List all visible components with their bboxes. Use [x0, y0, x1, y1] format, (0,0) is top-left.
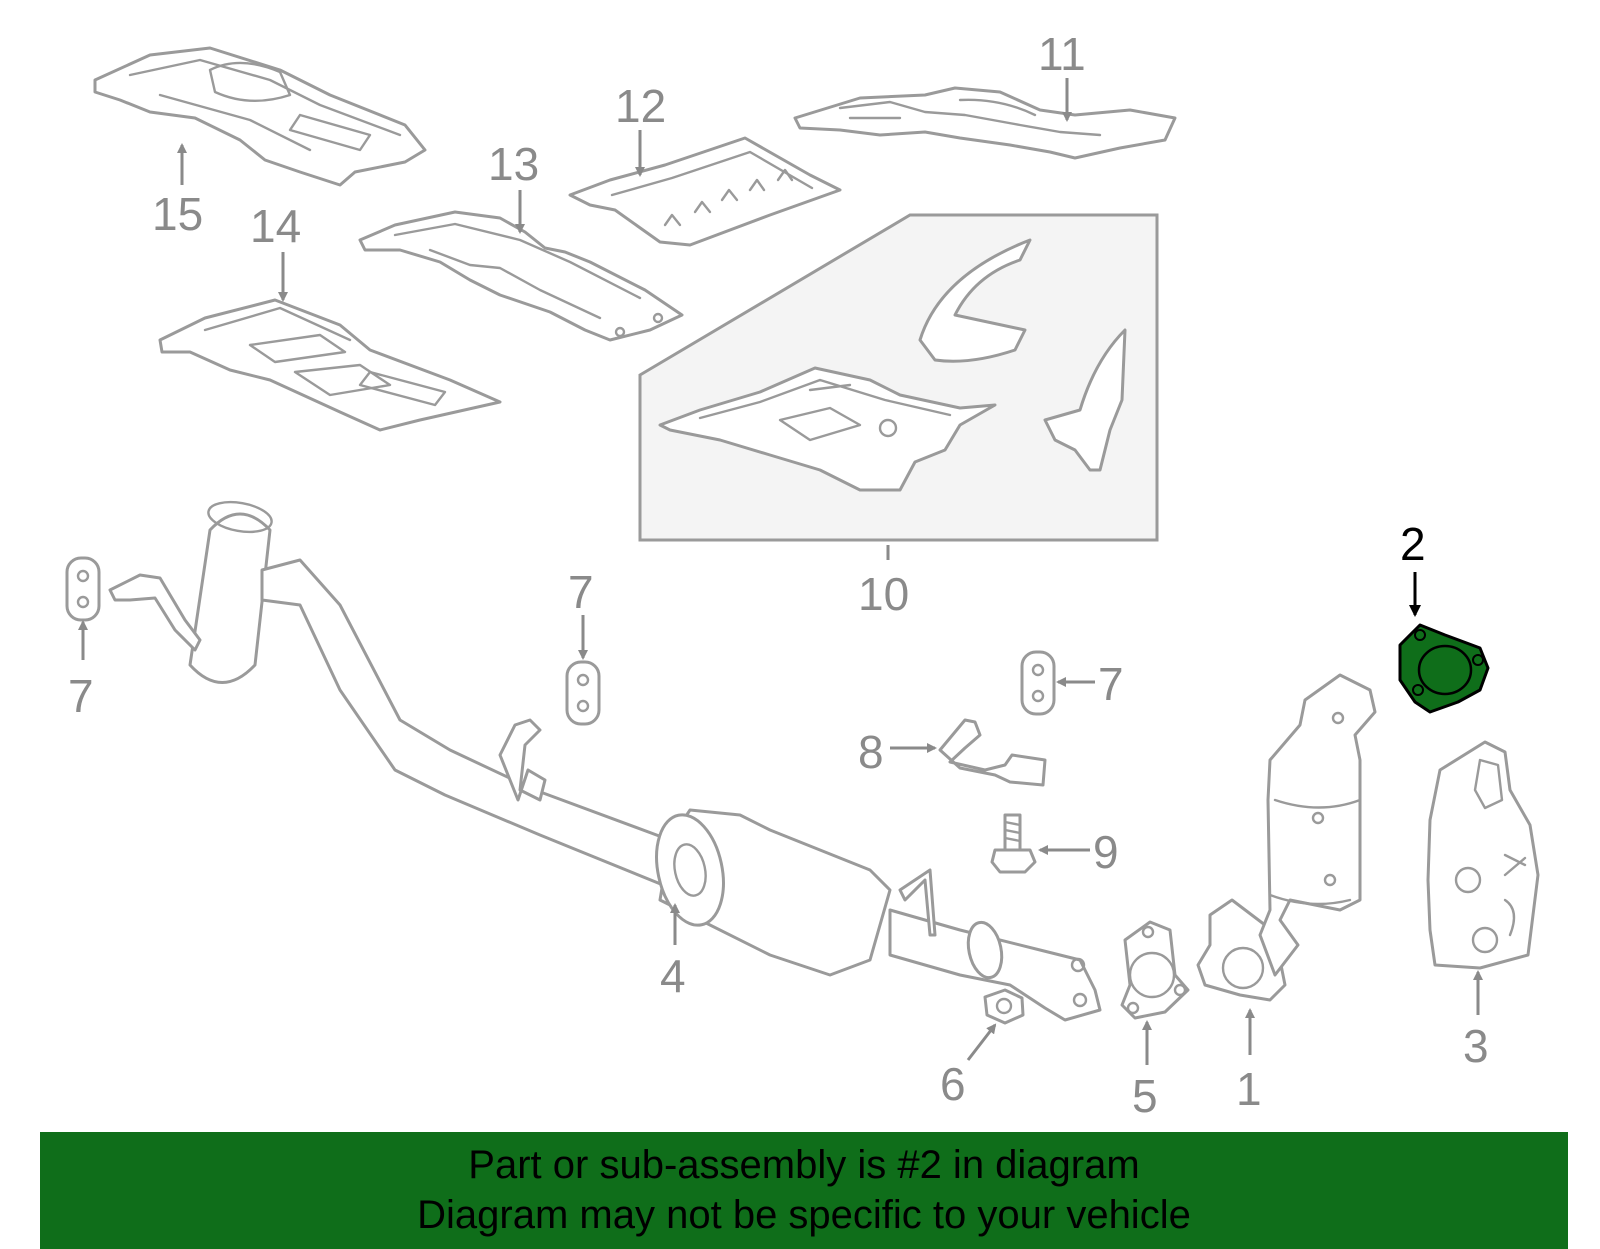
part-7-hanger-right[interactable] [1020, 650, 1056, 716]
callout-13: 13 [488, 138, 539, 190]
callout-7-left: 7 [68, 670, 94, 722]
callout-4: 4 [660, 950, 686, 1002]
part-4-muffler-assembly[interactable] [108, 498, 1102, 1022]
info-banner: Part or sub-assembly is #2 in diagram Di… [40, 1132, 1568, 1249]
part-3-heat-shield[interactable] [1426, 740, 1540, 970]
part-7-hanger-middle[interactable] [565, 660, 601, 726]
part-14-shield[interactable] [158, 298, 502, 432]
banner-line-2: Diagram may not be specific to your vehi… [417, 1193, 1191, 1237]
part-15-shield[interactable] [93, 46, 427, 187]
part-12-shield[interactable] [568, 136, 842, 247]
callout-6: 6 [940, 1058, 966, 1110]
part-5-gasket[interactable] [1120, 920, 1190, 1020]
leader-6 [966, 1023, 997, 1061]
callout-7-middle: 7 [568, 566, 594, 618]
callout-1: 1 [1236, 1063, 1262, 1115]
callout-12: 12 [615, 80, 666, 132]
part-11-shield[interactable] [793, 86, 1177, 160]
callout-3: 3 [1463, 1020, 1489, 1072]
part-6-nut[interactable] [983, 988, 1025, 1025]
part-10-inset[interactable] [638, 213, 1159, 542]
callout-11: 11 [1038, 28, 1086, 80]
part-1-catalytic-converter[interactable] [1196, 673, 1377, 1002]
callout-2: 2 [1400, 518, 1426, 570]
callout-5: 5 [1132, 1070, 1158, 1122]
callout-7-right: 7 [1098, 658, 1124, 710]
callout-9: 9 [1093, 826, 1119, 878]
part-2-gasket-highlighted[interactable] [1398, 623, 1490, 714]
part-7-hanger-left[interactable] [65, 556, 101, 622]
callout-15: 15 [152, 188, 203, 240]
callout-14: 14 [250, 200, 301, 252]
part-13-shield[interactable] [358, 210, 684, 342]
callout-8: 8 [858, 726, 884, 778]
part-9-bolt[interactable] [990, 813, 1037, 874]
banner-line-1: Part or sub-assembly is #2 in diagram [468, 1143, 1140, 1187]
callout-10: 10 [858, 568, 909, 620]
part-8-sensor[interactable] [938, 718, 1047, 787]
